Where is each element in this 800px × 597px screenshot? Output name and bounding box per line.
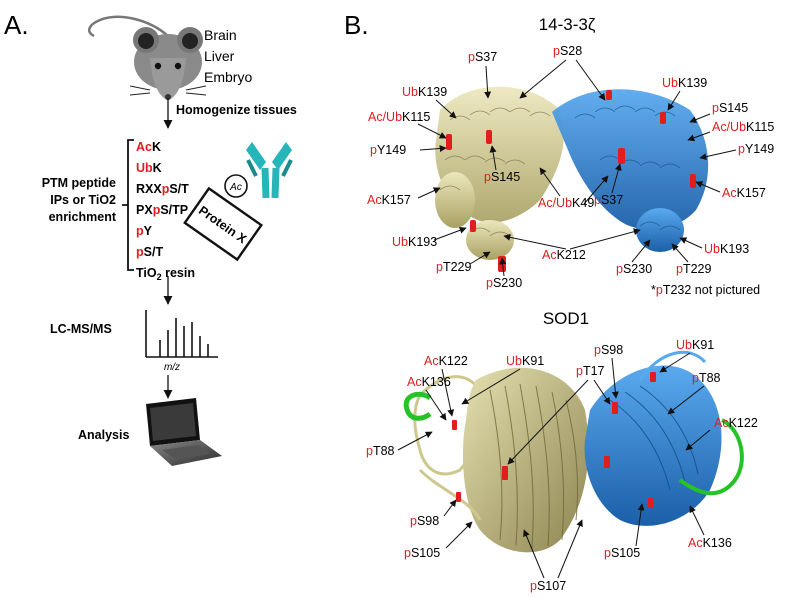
ptm-label: Ac/UbK115 — [368, 110, 430, 124]
motif-rxx: RXXpS/T — [136, 182, 189, 196]
acetyl-tag — [224, 174, 248, 198]
acetyl-tag-label: Ac — [229, 182, 242, 193]
motif-acetyl-lysine: AcK — [136, 140, 161, 154]
ptm-label: pS105 — [404, 546, 440, 560]
laptop-icon — [146, 398, 222, 466]
protein-x-box: Protein X — [183, 186, 263, 262]
ptm-label: AcK212 — [542, 248, 586, 262]
mass-spectrum-icon — [145, 310, 218, 358]
ptm-label: pS98 — [410, 514, 439, 528]
ptm-label: pS28 — [553, 44, 582, 58]
lcms-label: LC-MS/MS — [50, 322, 112, 336]
motif-tio2-resin: TiO2 resin — [136, 266, 195, 282]
title-sod1: SOD1 — [543, 309, 589, 328]
ptm-label: pS37 — [468, 50, 497, 64]
ptm-label: AcK157 — [722, 186, 766, 200]
ptm-label: AcK157 — [367, 193, 411, 207]
ptm-label: AcK122 — [424, 354, 468, 368]
leader-lines-sod1 — [397, 352, 711, 579]
motif-py: pY — [136, 224, 153, 238]
enrichment-bracket — [122, 139, 134, 271]
enrichment-caption: enrichment — [49, 210, 117, 224]
antibody-icon — [246, 142, 293, 199]
ptm-label: pY149 — [738, 142, 774, 156]
ptm-label: UbK91 — [676, 338, 714, 352]
ptm-label: AcK122 — [714, 416, 758, 430]
footnote: *pT232 not pictured — [651, 283, 760, 297]
enrichment-caption: PTM peptide — [42, 176, 116, 190]
ptm-label: AcK136 — [688, 536, 732, 550]
ptm-label: UbK139 — [662, 76, 707, 90]
mouse-illustration — [87, 15, 207, 100]
ptm-label: pS145 — [712, 101, 748, 115]
ptm-label: Ac/UbK115 — [712, 120, 774, 134]
ptm-label: UbK193 — [392, 235, 437, 249]
ptm-label: pS105 — [604, 546, 640, 560]
panel-b: B. 14-3-3ζ — [344, 10, 774, 593]
ptm-label: pT88 — [366, 444, 395, 458]
ptm-label: pS145 — [484, 170, 520, 184]
structure-1433z — [435, 86, 709, 272]
ptm-label: UbK193 — [704, 242, 749, 256]
tissue-label: Embryo — [204, 69, 252, 85]
ptm-label: pT229 — [436, 260, 471, 274]
motif-ubiquityl-lysine: UbK — [136, 161, 162, 175]
title-1433z: 14-3-3ζ — [539, 15, 596, 34]
leader-lines-1433z — [417, 59, 737, 277]
structure-sod1 — [403, 350, 744, 553]
ptm-label: UbK91 — [506, 354, 544, 368]
panel-a: A. Brain Liver Embryo Homogenize tissues… — [4, 10, 297, 466]
ptm-label: Ac/UbK49 — [538, 196, 594, 210]
ptm-label: pS230 — [486, 276, 522, 290]
tissue-label: Brain — [204, 27, 237, 43]
motif-pst: pS/T — [136, 245, 163, 259]
panel-a-letter: A. — [4, 10, 29, 40]
ptm-label: pS230 — [616, 262, 652, 276]
ptm-label: pT17 — [576, 364, 605, 378]
mz-axis-label: m/z — [164, 362, 180, 373]
homogenize-label: Homogenize tissues — [176, 103, 297, 117]
ptm-label: pT88 — [692, 371, 721, 385]
ptm-label: pT229 — [676, 262, 711, 276]
motif-px: PXpS/TP — [136, 203, 188, 217]
tissue-label: Liver — [204, 48, 235, 64]
ptm-label: pY149 — [370, 143, 406, 157]
ptm-label: pS98 — [594, 343, 623, 357]
enrichment-caption: IPs or TiO2 — [50, 193, 116, 207]
ptm-label: UbK139 — [402, 85, 447, 99]
ptm-label: pS107 — [530, 579, 566, 593]
analysis-label: Analysis — [78, 428, 129, 442]
ptm-label: pS37 — [594, 193, 623, 207]
panel-b-letter: B. — [344, 10, 369, 40]
